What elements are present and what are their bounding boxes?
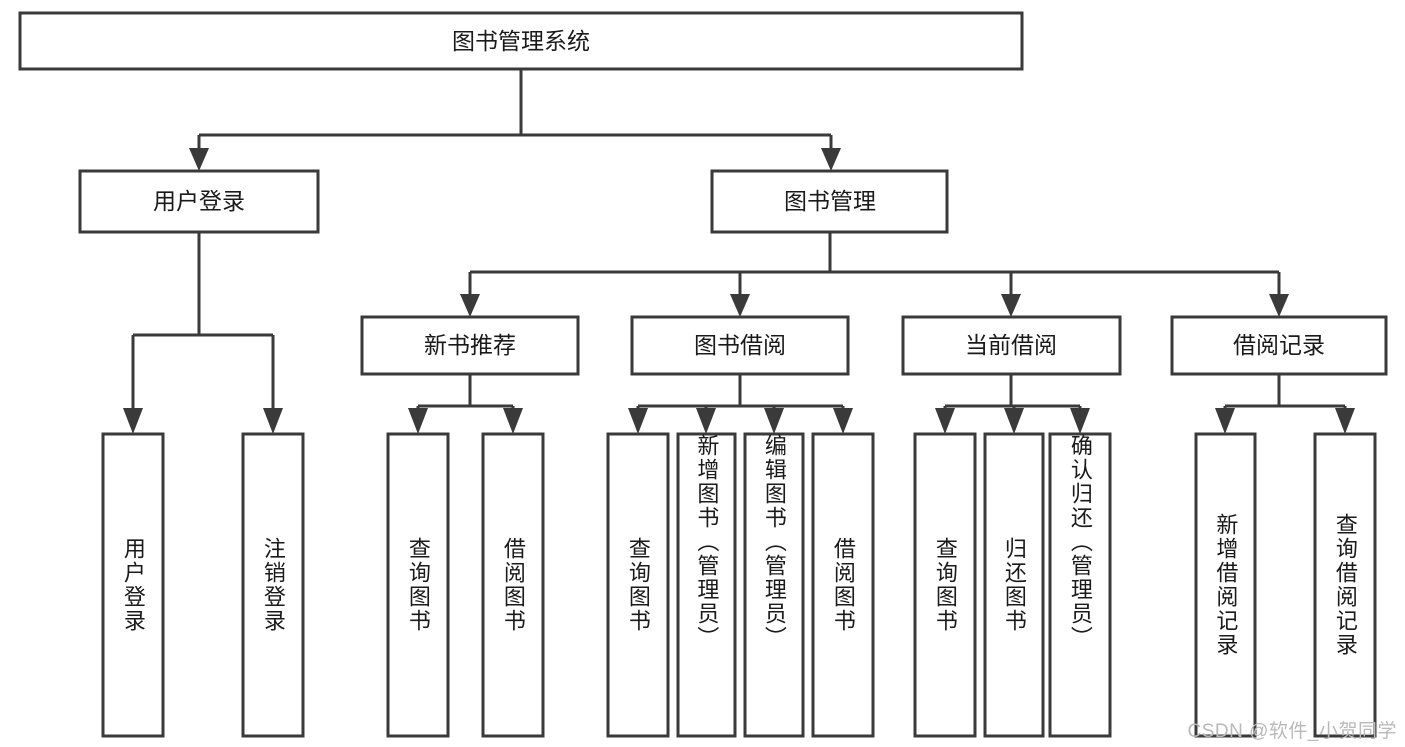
- leaf-box-query-record[interactable]: [1313, 432, 1377, 738]
- book-manage-label: 图书管理: [784, 188, 876, 214]
- book-manage-box[interactable]: [710, 169, 949, 234]
- current-borrow-label: 当前借阅: [965, 332, 1057, 358]
- arrow-to-current-borrow: [1001, 294, 1021, 317]
- node-book-borrow[interactable]: 图书借阅: [630, 315, 850, 376]
- arrow-to-leaf-edit-book: [764, 408, 784, 434]
- arrow-to-leaf-query-book-1: [408, 408, 428, 434]
- arrow-to-leaf-query-record: [1335, 408, 1355, 434]
- leaf-box-query-book-1[interactable]: [386, 432, 450, 738]
- arrow-to-leaf-logout: [263, 408, 283, 434]
- edge-borrowrecord-to-bus: [1223, 374, 1347, 412]
- arrow-to-leaf-add-book: [696, 408, 716, 434]
- node-user-login[interactable]: 用户登录: [78, 169, 320, 234]
- edge-bookborrow-to-bus: [636, 374, 845, 412]
- arrow-to-user-login: [189, 148, 209, 171]
- arrow-to-leaf-confirm-return: [1070, 408, 1090, 434]
- arrow-to-leaf-user-login: [123, 408, 143, 434]
- edge-newbookrec-to-bus: [416, 374, 515, 412]
- leaf-box-layer: [101, 432, 1377, 738]
- edge-bookmanage-to-bus: [468, 232, 1281, 298]
- arrow-to-leaf-return-book: [1004, 408, 1024, 434]
- leaf-box-user-login[interactable]: [101, 432, 165, 738]
- current-borrow-box[interactable]: [901, 315, 1122, 376]
- leaf-box-add-record[interactable]: [1194, 432, 1257, 738]
- node-root[interactable]: 图书管理系统: [18, 11, 1024, 71]
- leaf-box-return-book[interactable]: [983, 432, 1045, 738]
- arrow-to-book-borrow: [730, 294, 750, 317]
- leaf-box-logout[interactable]: [241, 432, 305, 738]
- leaf-box-confirm-return[interactable]: [1048, 432, 1112, 738]
- node-current-borrow[interactable]: 当前借阅: [901, 315, 1122, 376]
- edge-currentborrow-to-bus: [943, 374, 1082, 412]
- borrow-record-box[interactable]: [1170, 315, 1388, 376]
- arrow-to-leaf-query-book-3: [935, 408, 955, 434]
- node-borrow-record[interactable]: 借阅记录: [1170, 315, 1388, 376]
- arrow-to-book-manage: [821, 148, 841, 171]
- connector-layer: [123, 69, 1355, 434]
- node-new-book-rec[interactable]: 新书推荐: [360, 315, 580, 376]
- arrow-to-leaf-borrow-book-1: [503, 408, 523, 434]
- node-book-manage[interactable]: 图书管理: [710, 169, 949, 234]
- borrow-record-label: 借阅记录: [1233, 332, 1325, 358]
- leaf-box-borrow-book-2[interactable]: [811, 432, 875, 738]
- leaf-box-edit-book[interactable]: [743, 432, 805, 738]
- book-borrow-box[interactable]: [630, 315, 850, 376]
- user-login-label: 用户登录: [153, 188, 245, 214]
- edge-userlogin-to-bus: [131, 232, 275, 412]
- arrow-to-new-book-rec: [460, 294, 480, 317]
- user-login-box[interactable]: [78, 169, 320, 234]
- leaf-box-add-book[interactable]: [676, 432, 737, 738]
- arrow-to-borrow-record: [1269, 294, 1289, 317]
- root-box[interactable]: [18, 11, 1024, 71]
- new-book-rec-box[interactable]: [360, 315, 580, 376]
- root-label: 图书管理系统: [452, 28, 590, 54]
- leaf-box-query-book-3[interactable]: [913, 432, 977, 738]
- arrow-to-leaf-add-record: [1215, 408, 1235, 434]
- leaf-box-query-book-2[interactable]: [606, 432, 670, 738]
- edge-root-to-bus: [197, 69, 833, 152]
- book-borrow-label: 图书借阅: [694, 332, 786, 358]
- arrow-to-leaf-borrow-book-2: [833, 408, 853, 434]
- arrow-to-leaf-query-book-2: [628, 408, 648, 434]
- leaf-box-borrow-book-1[interactable]: [481, 432, 545, 738]
- new-book-rec-label: 新书推荐: [424, 332, 516, 358]
- csdn-watermark: CSDN @软件_小贺同学: [1187, 721, 1397, 742]
